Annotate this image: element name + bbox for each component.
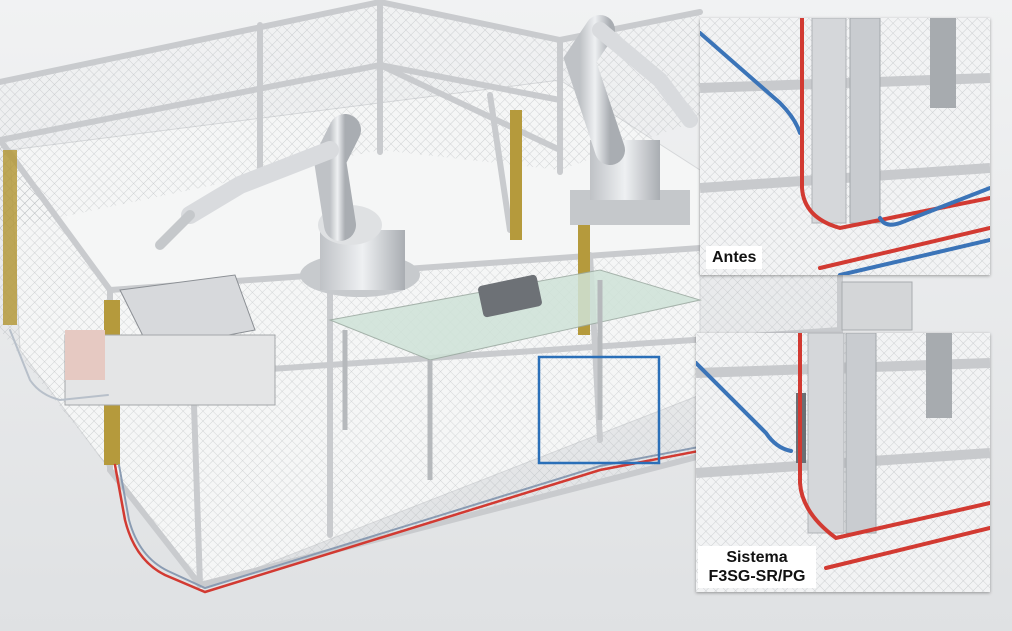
parts-bin — [119, 274, 256, 351]
light-curtain-left — [3, 150, 17, 325]
inset-after-label-line1: Sistema — [726, 549, 788, 566]
table-legs — [342, 280, 603, 480]
robot-arm-right — [563, 15, 698, 225]
inset-before: Antes — [700, 18, 990, 275]
front-fence — [110, 240, 840, 585]
inset-before-label: Antes — [706, 246, 763, 269]
floor-cables — [9, 329, 862, 594]
back-fence-left — [0, 0, 380, 230]
inset-before-detail — [700, 18, 990, 275]
light-curtain-back — [510, 110, 522, 240]
inset-after: Sistema F3SG-SR/PG — [696, 333, 990, 592]
control-box — [841, 281, 913, 331]
workpiece — [478, 274, 542, 318]
robot-arm-left — [155, 114, 420, 297]
inset-after-label-line2: F3SG-SR/PG — [708, 568, 806, 585]
inset-after-label: Sistema F3SG-SR/PG — [698, 546, 816, 588]
highlight-box — [537, 355, 661, 465]
pink-pallet — [65, 330, 105, 380]
